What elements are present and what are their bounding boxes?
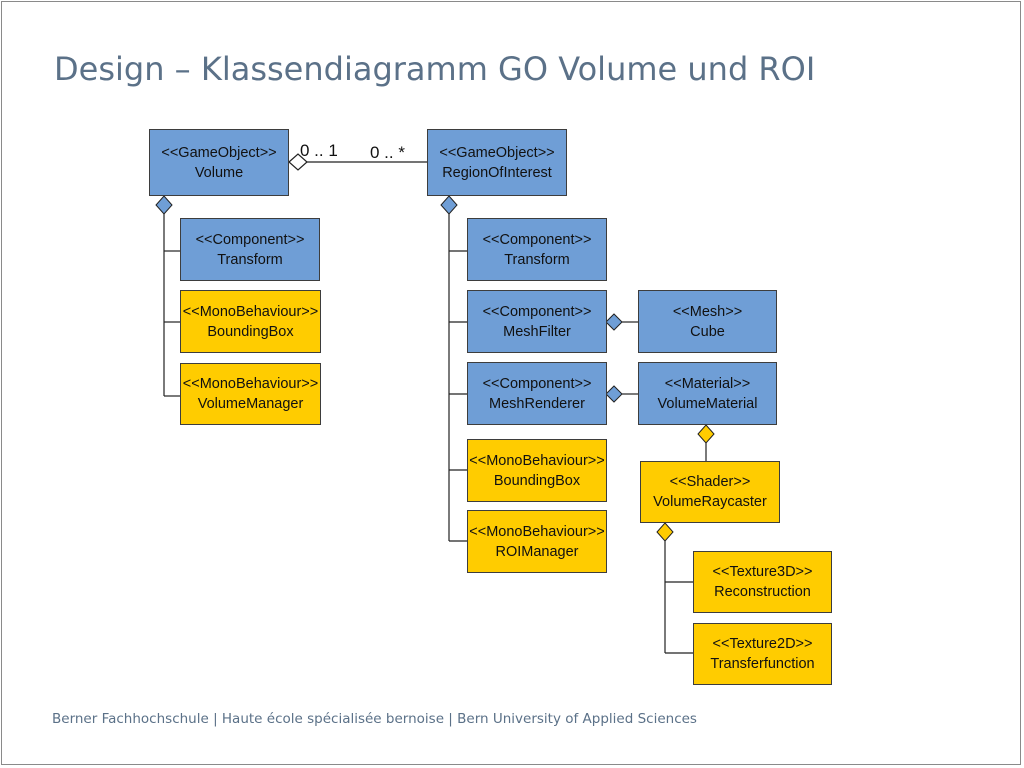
class-roi-manager: <<MonoBehaviour>> ROIManager xyxy=(467,510,607,573)
class-name: Reconstruction xyxy=(714,584,811,600)
composition-diamond-icon xyxy=(656,522,674,542)
slide-footer: Berner Fachhochschule | Haute école spéc… xyxy=(52,711,697,727)
composition-diamond-icon xyxy=(440,195,458,215)
class-volume: <<GameObject>> Volume xyxy=(149,129,289,196)
class-volume-transform: <<Component>> Transform xyxy=(180,218,320,281)
class-stereotype: <<MonoBehaviour>> xyxy=(469,523,605,540)
class-name: MeshRenderer xyxy=(489,395,585,412)
class-volume-material: <<Material>> VolumeMaterial xyxy=(638,362,777,425)
class-name: BoundingBox xyxy=(493,472,581,489)
class-stereotype: <<GameObject>> xyxy=(439,144,555,161)
class-volume-manager: <<MonoBehaviour>> VolumeManager xyxy=(180,363,321,425)
class-transferfunction: <<Texture2D>> Transferfunction xyxy=(693,623,832,685)
class-stereotype: <<Shader>> xyxy=(669,474,751,490)
class-name: Volume xyxy=(194,164,244,181)
multiplicity-roi: 0 .. * xyxy=(370,143,405,162)
composition-diamond-icon xyxy=(605,385,623,403)
class-stereotype: <<MonoBehaviour>> xyxy=(182,303,319,320)
class-stereotype: <<Component>> xyxy=(482,303,592,320)
class-name: BoundingBox xyxy=(207,323,294,340)
class-stereotype: <<Mesh>> xyxy=(672,303,743,320)
class-roi-boundingbox: <<MonoBehaviour>> BoundingBox xyxy=(467,439,607,502)
class-stereotype: <<Component>> xyxy=(195,231,305,248)
class-volume-raycaster: <<Shader>> VolumeRaycaster xyxy=(640,461,780,523)
slide-title: Design – Klassendiagramm GO Volume und R… xyxy=(54,50,816,88)
class-name: Transform xyxy=(217,251,283,268)
class-stereotype: <<Component>> xyxy=(482,231,592,248)
class-name: Transform xyxy=(504,251,570,268)
class-stereotype: <<Component>> xyxy=(482,375,592,392)
class-stereotype: <<Texture3D>> xyxy=(712,564,813,580)
class-reconstruction: <<Texture3D>> Reconstruction xyxy=(693,551,832,613)
aggregation-diamond-icon xyxy=(288,153,308,171)
composition-diamond-icon xyxy=(155,195,173,215)
class-name: Transferfunction xyxy=(710,656,815,672)
class-stereotype: <<Material>> xyxy=(664,375,751,392)
class-name: ROIManager xyxy=(495,543,579,560)
class-roi-meshrenderer: <<Component>> MeshRenderer xyxy=(467,362,607,425)
class-region-of-interest: <<GameObject>> RegionOfInterest xyxy=(427,129,567,196)
class-stereotype: <<GameObject>> xyxy=(161,144,277,161)
class-cube: <<Mesh>> Cube xyxy=(638,290,777,353)
class-name: VolumeMaterial xyxy=(657,395,758,412)
class-roi-transform: <<Component>> Transform xyxy=(467,218,607,281)
class-stereotype: <<Texture2D>> xyxy=(712,636,813,652)
class-name: MeshFilter xyxy=(503,323,571,340)
class-stereotype: <<MonoBehaviour>> xyxy=(469,452,605,469)
multiplicity-volume: 0 .. 1 xyxy=(300,141,338,160)
class-name: RegionOfInterest xyxy=(442,164,552,181)
class-stereotype: <<MonoBehaviour>> xyxy=(182,376,319,392)
class-name: VolumeManager xyxy=(197,396,304,412)
class-volume-boundingbox: <<MonoBehaviour>> BoundingBox xyxy=(180,290,321,353)
class-roi-meshfilter: <<Component>> MeshFilter xyxy=(467,290,607,353)
composition-diamond-icon xyxy=(697,424,715,444)
class-name: VolumeRaycaster xyxy=(653,494,767,510)
composition-diamond-icon xyxy=(605,313,623,331)
class-name: Cube xyxy=(690,323,725,340)
